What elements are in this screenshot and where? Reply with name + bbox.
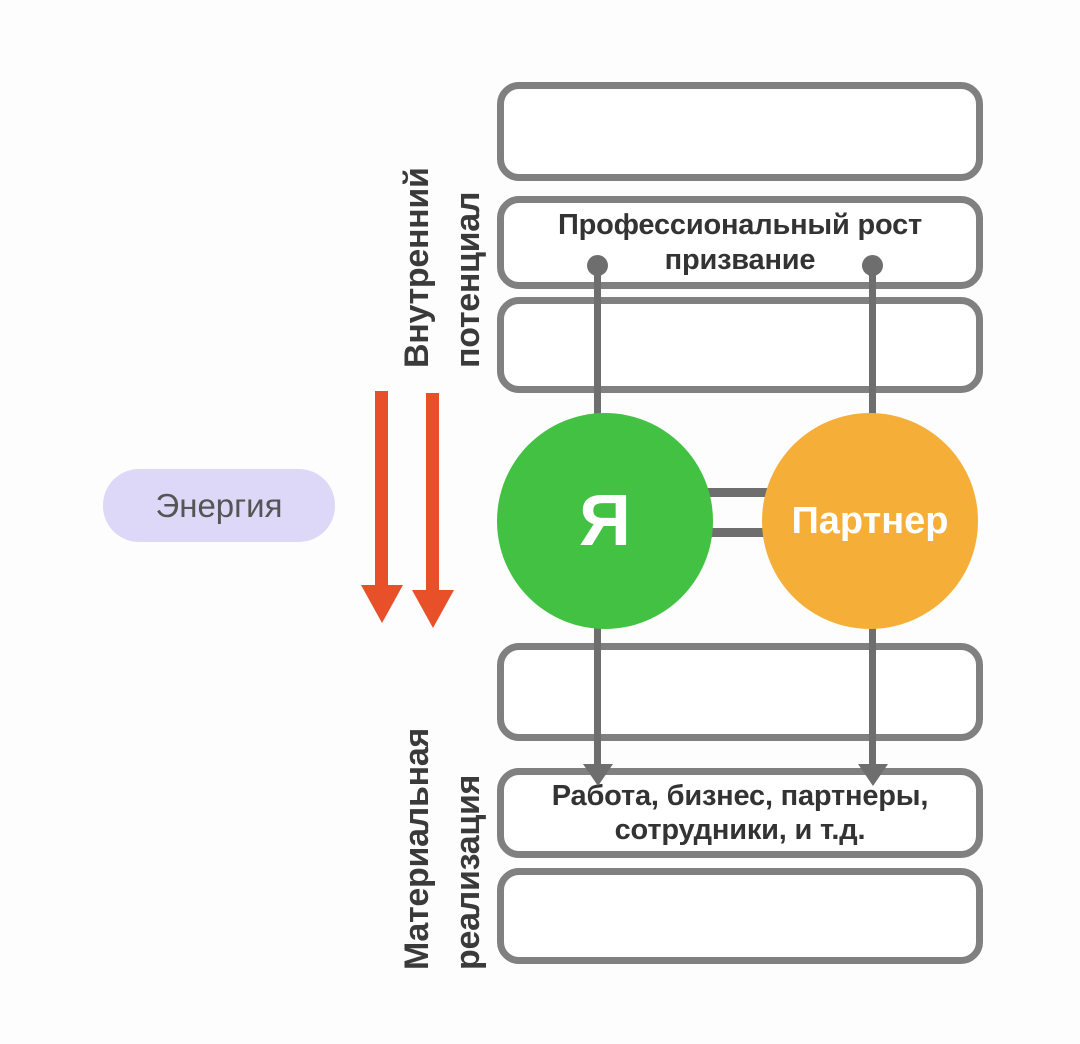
box-lower-2-work-business: Работа, бизнес, партнеры, сотрудники, и … — [497, 768, 983, 858]
circle-self-label: Я — [579, 481, 631, 561]
connector-line-top-left — [594, 272, 601, 432]
axis-label-inner-potential-line2: потенциал — [449, 191, 487, 368]
box-upper-1 — [497, 82, 983, 181]
connector-line-bottom-left — [594, 620, 601, 772]
energy-badge-label: Энергия — [155, 486, 283, 524]
box-lower-1 — [497, 643, 983, 741]
box-lower-3 — [497, 868, 983, 964]
connector-dot-top-left — [587, 255, 608, 276]
circle-partner: Партнер — [762, 413, 978, 629]
connector-dot-top-right — [862, 255, 883, 276]
axis-label-material-realization-line2: реализация — [449, 774, 487, 970]
connector-line-top-right — [869, 272, 876, 432]
connector-arrow-bottom-left — [583, 764, 613, 786]
circle-partner-label: Партнер — [791, 499, 949, 542]
box-upper-2-label: Профессиональный рост призвание — [557, 209, 923, 276]
axis-label-material-realization-line1: Материальная — [398, 728, 436, 970]
circle-link-bar-bottom — [705, 528, 770, 537]
connector-arrow-bottom-right — [858, 764, 888, 786]
box-upper-3 — [497, 297, 983, 393]
axis-label-inner-potential-line1: Внутренний — [398, 167, 436, 368]
circle-self: Я — [497, 413, 713, 629]
connector-line-bottom-right — [869, 620, 876, 772]
box-lower-2-label: Работа, бизнес, партнеры, сотрудники, и … — [551, 779, 929, 846]
energy-arrow-2-head — [412, 590, 454, 628]
circle-link-bar-top — [705, 488, 770, 497]
energy-arrow-2-shaft — [426, 393, 439, 596]
energy-arrow-1-shaft — [375, 391, 388, 591]
energy-arrow-1-head — [361, 585, 403, 623]
box-upper-2-professional-growth: Профессиональный рост призвание — [497, 196, 983, 289]
energy-badge: Энергия — [103, 469, 335, 542]
